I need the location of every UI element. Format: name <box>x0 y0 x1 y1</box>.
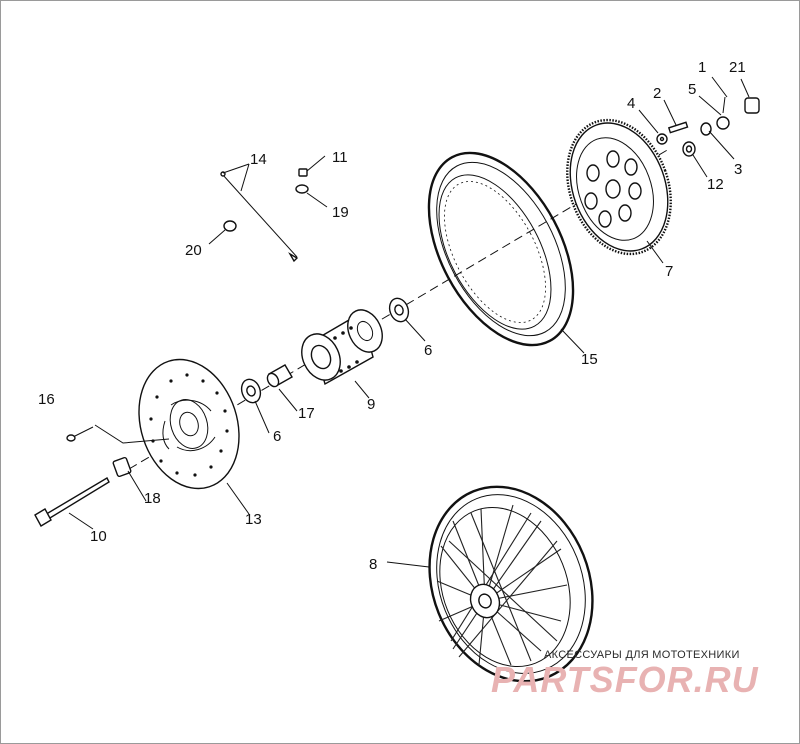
leader-lines <box>68 76 750 568</box>
part-spoke-set <box>220 168 309 263</box>
callout-14: 14 <box>250 151 267 168</box>
callout-18: 18 <box>144 490 161 507</box>
callout-2: 2 <box>653 85 661 102</box>
part-bushing <box>112 456 132 478</box>
part-spacer <box>266 364 293 388</box>
watermark-logo: PARTSFOR.RU <box>491 659 759 700</box>
watermark-caption: АКСЕССУАРЫ ДЛЯ МОТОТЕХНИКИ <box>544 649 740 661</box>
callout-15: 15 <box>581 351 598 368</box>
callout-13: 13 <box>245 511 262 528</box>
callout-9: 9 <box>367 396 375 413</box>
callout-1: 1 <box>698 59 706 76</box>
callout-8: 8 <box>369 556 377 573</box>
part-axle <box>34 477 110 527</box>
part-small-hardware <box>656 96 760 157</box>
callout-4: 4 <box>627 95 635 112</box>
part-rim <box>427 151 575 347</box>
callout-16: 16 <box>38 391 55 408</box>
callout-19: 19 <box>332 204 349 221</box>
callout-5: 5 <box>688 81 696 98</box>
callout-7: 7 <box>665 263 673 280</box>
part-sprocket <box>566 118 672 256</box>
part-spoked-wheel <box>428 485 594 683</box>
part-brake-disc <box>138 358 240 490</box>
callout-17: 17 <box>298 405 315 422</box>
part-bearing-lower <box>240 378 262 404</box>
part-bearing-upper <box>388 297 410 323</box>
callout-6: 6 <box>424 342 432 359</box>
callout-21: 21 <box>729 59 746 76</box>
callout-10: 10 <box>90 528 107 545</box>
callout-labels: 1 2 3 4 5 6 6 7 8 9 10 11 12 13 14 15 16… <box>38 59 746 573</box>
part-disc-bolt <box>66 424 170 444</box>
callout-12: 12 <box>707 176 724 193</box>
callout-6: 6 <box>273 428 281 445</box>
part-hub <box>301 309 383 386</box>
callout-3: 3 <box>734 161 742 178</box>
callout-11: 11 <box>332 149 348 166</box>
callout-20: 20 <box>185 242 202 259</box>
